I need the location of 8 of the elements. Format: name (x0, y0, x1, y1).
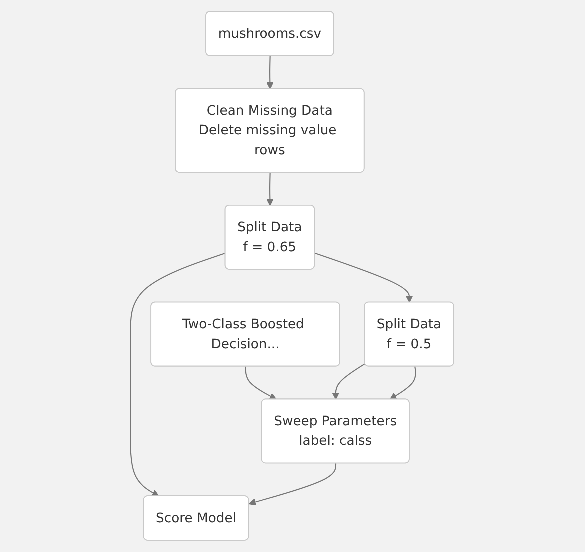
arrow (315, 252, 414, 303)
arrow (266, 56, 274, 90)
arrow (246, 366, 278, 400)
arrow (390, 366, 417, 400)
arrow (332, 363, 366, 400)
arrow (130, 252, 226, 497)
arrow (266, 172, 274, 206)
arrow (249, 464, 337, 506)
